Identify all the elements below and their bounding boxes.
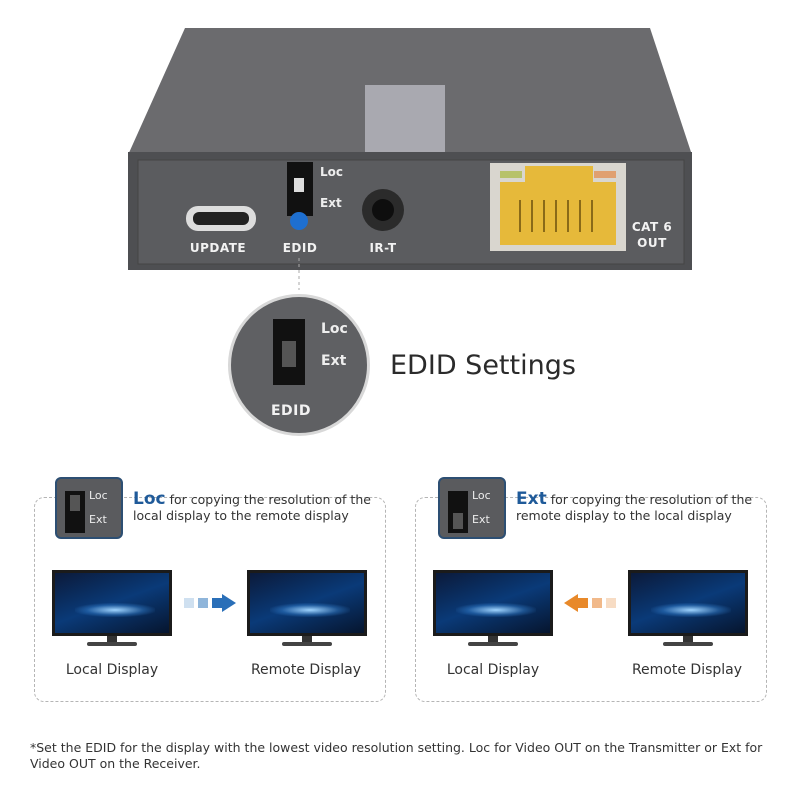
ext-description-text: for copying the resolution of the remote… <box>516 492 753 523</box>
loc-description-text: for copying the resolution of the local … <box>133 492 371 523</box>
arrow-left-icon <box>564 594 616 612</box>
device-body <box>128 28 692 290</box>
callout-loc-label: Loc <box>321 321 348 337</box>
thumb-ext-label: Ext <box>472 513 490 526</box>
loc-mode-title: Loc <box>133 489 166 509</box>
cat6-label: CAT 6 <box>631 220 673 234</box>
loc-panel <box>34 497 386 702</box>
edid-zoom-callout: Loc Ext EDID <box>228 294 370 436</box>
remote-display-label: Remote Display <box>631 662 743 678</box>
arrow-right-icon <box>184 594 236 612</box>
edid-settings-title: EDID Settings <box>390 350 576 381</box>
local-display-monitor <box>433 570 553 650</box>
ext-panel <box>415 497 767 702</box>
loc-description: Loc for copying the resolution of the lo… <box>133 491 373 524</box>
ext-description: Ext for copying the resolution of the re… <box>516 491 756 524</box>
thumb-loc-label: Loc <box>89 489 108 502</box>
thumb-ext-label: Ext <box>89 513 107 526</box>
remote-display-label: Remote Display <box>250 662 362 678</box>
out-label: OUT <box>637 236 667 250</box>
loc-switch-thumbnail: Loc Ext <box>55 477 123 539</box>
footnote: *Set the EDID for the display with the l… <box>30 740 763 771</box>
edid-switch-label: EDID <box>282 241 318 255</box>
local-display-monitor <box>52 570 172 650</box>
thumb-loc-label: Loc <box>472 489 491 502</box>
update-port-label: UPDATE <box>189 241 247 255</box>
callout-ext-label: Ext <box>321 353 347 369</box>
local-display-label: Local Display <box>65 662 159 678</box>
callout-edid-label: EDID <box>270 403 311 419</box>
ext-position-label: Ext <box>320 196 342 210</box>
remote-display-monitor <box>247 570 367 650</box>
loc-position-label: Loc <box>320 165 344 179</box>
ext-mode-title: Ext <box>516 489 547 509</box>
remote-display-monitor <box>628 570 748 650</box>
ext-switch-thumbnail: Loc Ext <box>438 477 506 539</box>
local-display-label: Local Display <box>446 662 540 678</box>
ir-port-label: IR-T <box>369 241 397 255</box>
